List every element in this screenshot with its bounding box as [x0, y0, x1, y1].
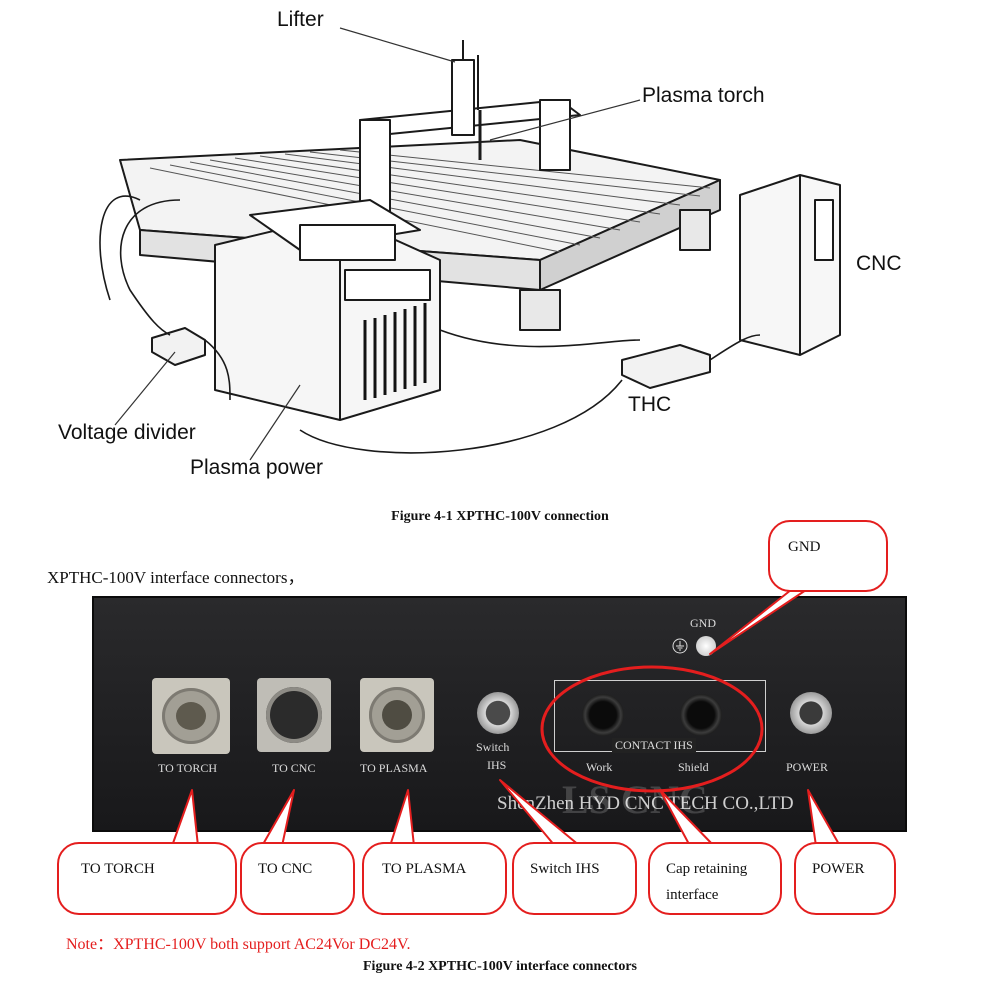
panel-ihs-label: IHS [487, 758, 507, 772]
panel-maker-text: ShenZhen HYD CNC TECH CO.,LTD [497, 793, 794, 814]
ground-symbol-icon [672, 638, 688, 654]
label-thc: THC [628, 393, 672, 416]
callout-power: POWER [794, 842, 896, 915]
panel-shield-label: Shield [678, 760, 709, 774]
voltage-divider-box [151, 327, 206, 366]
callout-gnd: GND [768, 520, 888, 592]
power-connector [790, 692, 832, 734]
panel-to-cnc-label: TO CNC [272, 761, 316, 775]
panel-power-label: POWER [786, 760, 828, 774]
callout-cap-retaining: Cap retaining interface [648, 842, 782, 915]
figure-4-2-caption: Figure 4-2 XPTHC-100V interface connecto… [363, 959, 637, 974]
machine-diagram [99, 27, 841, 461]
gnd-terminal [696, 636, 716, 656]
voltage-note: Note：XPTHC-100V both support AC24Vor DC2… [66, 936, 411, 953]
thc-box [621, 344, 711, 389]
callout-to-torch: TO TORCH [57, 842, 237, 915]
label-voltage-divider: Voltage divider [58, 421, 196, 444]
panel-switch-label: Switch [476, 740, 510, 754]
panel-work-label: Work [586, 760, 613, 774]
panel-contact-ihs-label: CONTACT IHS [612, 738, 696, 753]
to-cnc-connector [257, 678, 331, 752]
callout-to-cnc: TO CNC [240, 842, 355, 915]
panel-to-torch-label: TO TORCH [158, 761, 218, 775]
panel-to-plasma-label: TO PLASMA [360, 761, 428, 775]
to-plasma-connector [360, 678, 434, 752]
label-plasma-power: Plasma power [190, 456, 324, 479]
shield-terminal [680, 694, 722, 736]
interface-intro-text: XPTHC-100V interface connectors， [47, 568, 305, 587]
callout-switch-ihs: Switch IHS [512, 842, 637, 915]
work-terminal [582, 694, 624, 736]
lifter-unit [451, 59, 475, 136]
callout-to-plasma: TO PLASMA [362, 842, 507, 915]
panel-gnd-label: GND [690, 616, 716, 630]
cap-retaining-highlight [540, 665, 764, 793]
to-torch-connector [152, 678, 230, 754]
callout-pointers [171, 585, 841, 847]
figure-4-1-caption: Figure 4-1 XPTHC-100V connection [391, 509, 609, 524]
label-cnc: CNC [856, 252, 902, 275]
label-lifter: Lifter [277, 8, 324, 31]
label-plasma-torch: Plasma torch [642, 84, 765, 107]
switch-ihs-connector [477, 692, 519, 734]
thc-rear-panel: GND TO TORCH TO CNC TO PLASMA Switch IHS… [92, 596, 907, 832]
